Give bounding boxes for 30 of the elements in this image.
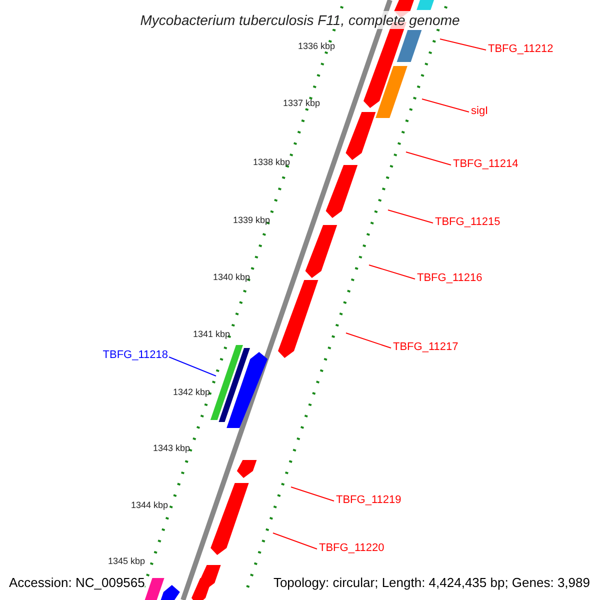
- leader-line: [422, 98, 470, 112]
- gene-label: TBFG_11214: [453, 159, 518, 170]
- tick-label: 1345 kbp: [108, 557, 145, 566]
- gene-label: TBFG_11216: [417, 273, 482, 284]
- gene-label: TBFG_11217: [393, 342, 458, 353]
- leader-line: [406, 152, 452, 166]
- accession-text: Accession: NC_009565: [9, 576, 145, 589]
- tick-label: 1340 kbp: [212, 273, 250, 282]
- genome-info-text: Topology: circular; Length: 4,424,435 bp; Genes: 3,989: [273, 576, 590, 589]
- tick-label: 1344 kbp: [130, 501, 168, 510]
- leader-line: [168, 356, 216, 376]
- tick-label: 1342 kbp: [172, 388, 210, 397]
- gene-label: TBFG_11218: [102, 350, 168, 361]
- gene-label: TBFG_11219: [336, 495, 402, 506]
- tick-label: 1336 kbp: [298, 42, 335, 51]
- leader-line: [272, 532, 318, 550]
- tick-label: 1343 kbp: [152, 444, 190, 453]
- tick-label: 1338 kbp: [252, 158, 290, 167]
- leader-line: [290, 486, 334, 502]
- leader-line: [368, 264, 416, 280]
- gene-label: TBFG_11212: [488, 44, 554, 55]
- tick-label: 1337 kbp: [282, 99, 320, 108]
- leader-line: [346, 332, 392, 348]
- gene-label: sigI: [471, 106, 488, 117]
- gene-label: TBFG_11220: [319, 543, 384, 554]
- gene-label: TBFG_11215: [435, 217, 500, 228]
- leader-line: [440, 38, 486, 50]
- tick-label: 1341 kbp: [192, 330, 230, 339]
- tick-label: 1339 kbp: [232, 216, 270, 225]
- leader-line: [388, 210, 434, 224]
